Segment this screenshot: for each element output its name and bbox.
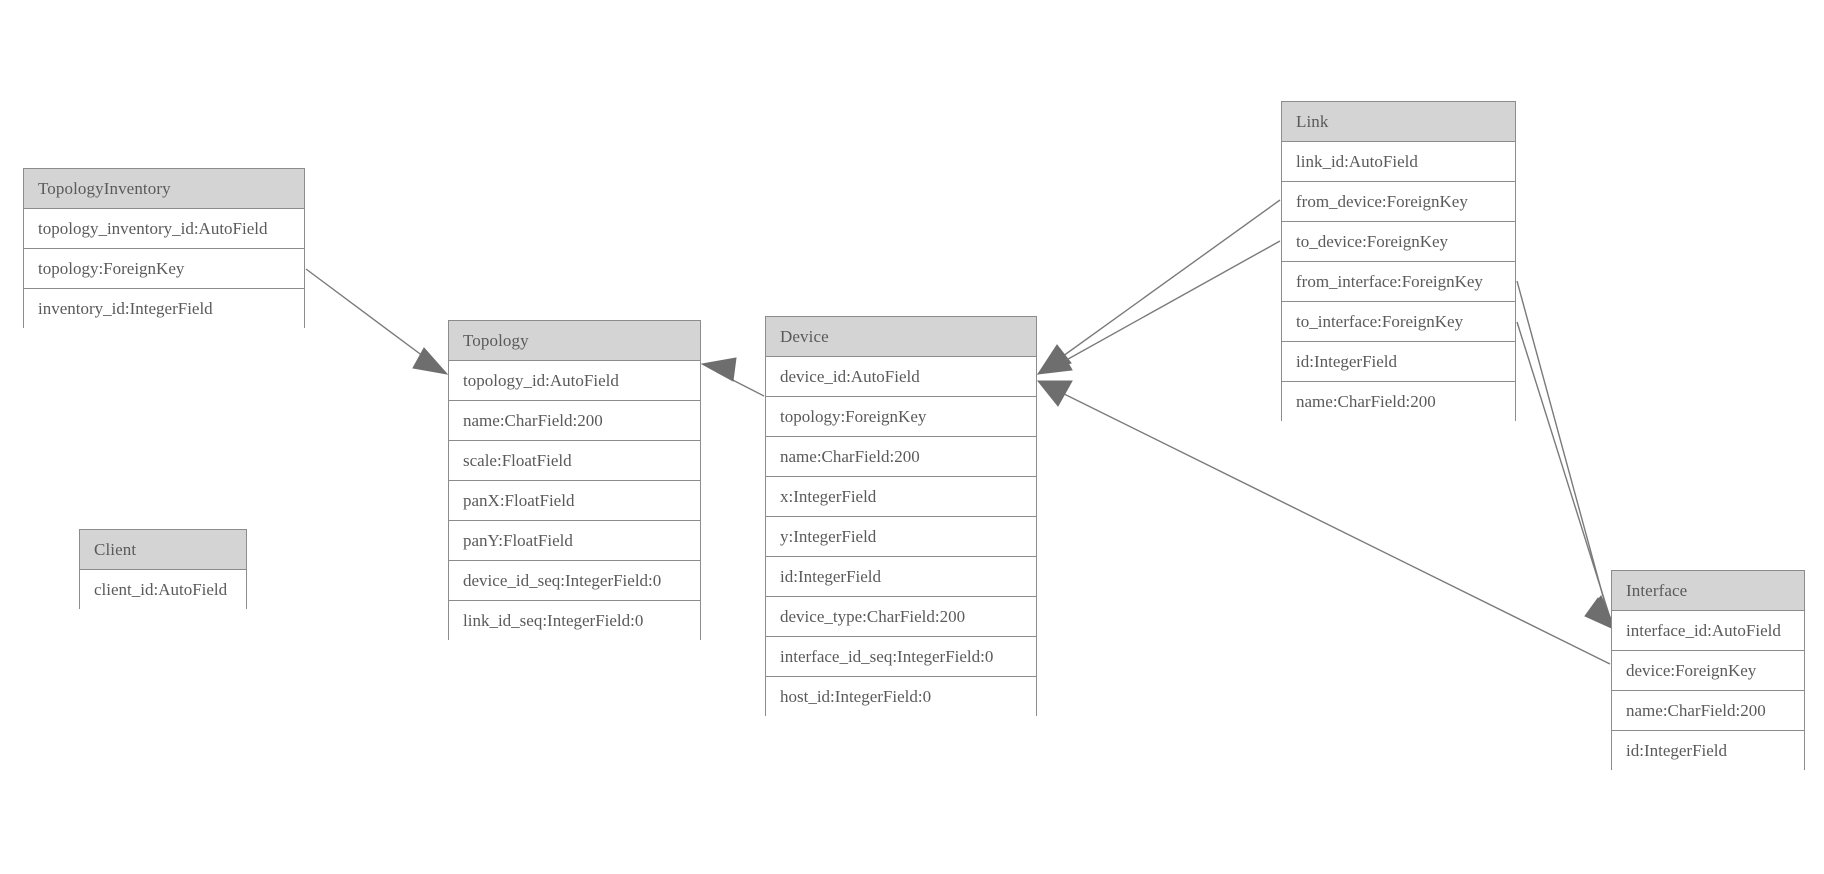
- entity-field-row[interactable]: id:IntegerField: [1612, 731, 1804, 771]
- entity-field-row[interactable]: name:CharField:200: [1612, 691, 1804, 731]
- relationship-line: [1051, 240, 1281, 369]
- relationship-arrowhead-icon: [700, 357, 737, 382]
- rel-link-frominterface-interface: [1516, 280, 1618, 632]
- entity-field-row[interactable]: device_id_seq:IntegerField:0: [449, 561, 700, 601]
- relationship-line: [1516, 280, 1611, 623]
- entity-field-row[interactable]: topology:ForeignKey: [24, 249, 304, 289]
- entity-field-row[interactable]: scale:FloatField: [449, 441, 700, 481]
- entity-field-row[interactable]: id:IntegerField: [1282, 342, 1515, 382]
- entity-field-row[interactable]: topology_id:AutoField: [449, 361, 700, 401]
- entity-field-row[interactable]: from_interface:ForeignKey: [1282, 262, 1515, 302]
- entity-field-row[interactable]: from_device:ForeignKey: [1282, 182, 1515, 222]
- entity-field-row[interactable]: host_id:IntegerField:0: [766, 677, 1036, 717]
- entity-topology_inventory-title: TopologyInventory: [24, 169, 304, 209]
- entity-field-row[interactable]: device_type:CharField:200: [766, 597, 1036, 637]
- relationship-arrowhead-icon: [1036, 348, 1073, 375]
- entity-interface-title: Interface: [1612, 571, 1804, 611]
- rel-link-todevice-device: [1036, 240, 1281, 375]
- entity-field-row[interactable]: client_id:AutoField: [80, 570, 246, 610]
- relationship-line: [716, 371, 765, 397]
- entity-field-row[interactable]: link_id:AutoField: [1282, 142, 1515, 182]
- rel-device-topology: [700, 357, 765, 397]
- entity-field-row[interactable]: device_id:AutoField: [766, 357, 1036, 397]
- relationship-line: [1516, 321, 1613, 625]
- entity-field-row[interactable]: device:ForeignKey: [1612, 651, 1804, 691]
- relationship-line: [1051, 199, 1281, 365]
- entity-field-row[interactable]: to_interface:ForeignKey: [1282, 302, 1515, 342]
- entity-field-row[interactable]: interface_id:AutoField: [1612, 611, 1804, 651]
- entity-field-row[interactable]: panX:FloatField: [449, 481, 700, 521]
- entity-field-row[interactable]: topology:ForeignKey: [766, 397, 1036, 437]
- entity-topology-title: Topology: [449, 321, 700, 361]
- entity-field-row[interactable]: to_device:ForeignKey: [1282, 222, 1515, 262]
- entity-field-row[interactable]: topology_inventory_id:AutoField: [24, 209, 304, 249]
- entity-field-row[interactable]: inventory_id:IntegerField: [24, 289, 304, 329]
- relationship-line: [1051, 387, 1611, 665]
- rel-topologyinventory-topology: [305, 268, 449, 375]
- relationship-arrowhead-icon: [412, 347, 449, 375]
- entity-field-row[interactable]: name:CharField:200: [1282, 382, 1515, 422]
- relationship-line: [305, 268, 440, 369]
- rel-link-tointerface-interface: [1516, 321, 1618, 632]
- entity-client-title: Client: [80, 530, 246, 570]
- entity-link-title: Link: [1282, 102, 1515, 142]
- relationship-arrowhead-icon: [1036, 380, 1073, 407]
- entity-field-row[interactable]: interface_id_seq:IntegerField:0: [766, 637, 1036, 677]
- rel-interface-device-device: [1036, 380, 1611, 665]
- relationship-arrowhead-icon: [1036, 344, 1072, 375]
- entity-field-row[interactable]: id:IntegerField: [766, 557, 1036, 597]
- entity-field-row[interactable]: link_id_seq:IntegerField:0: [449, 601, 700, 641]
- rel-link-fromdevice-device: [1036, 199, 1281, 375]
- entity-field-row[interactable]: panY:FloatField: [449, 521, 700, 561]
- entity-field-row[interactable]: name:CharField:200: [449, 401, 700, 441]
- entity-field-row[interactable]: x:IntegerField: [766, 477, 1036, 517]
- entity-device-title: Device: [766, 317, 1036, 357]
- entity-field-row[interactable]: name:CharField:200: [766, 437, 1036, 477]
- entity-field-row[interactable]: y:IntegerField: [766, 517, 1036, 557]
